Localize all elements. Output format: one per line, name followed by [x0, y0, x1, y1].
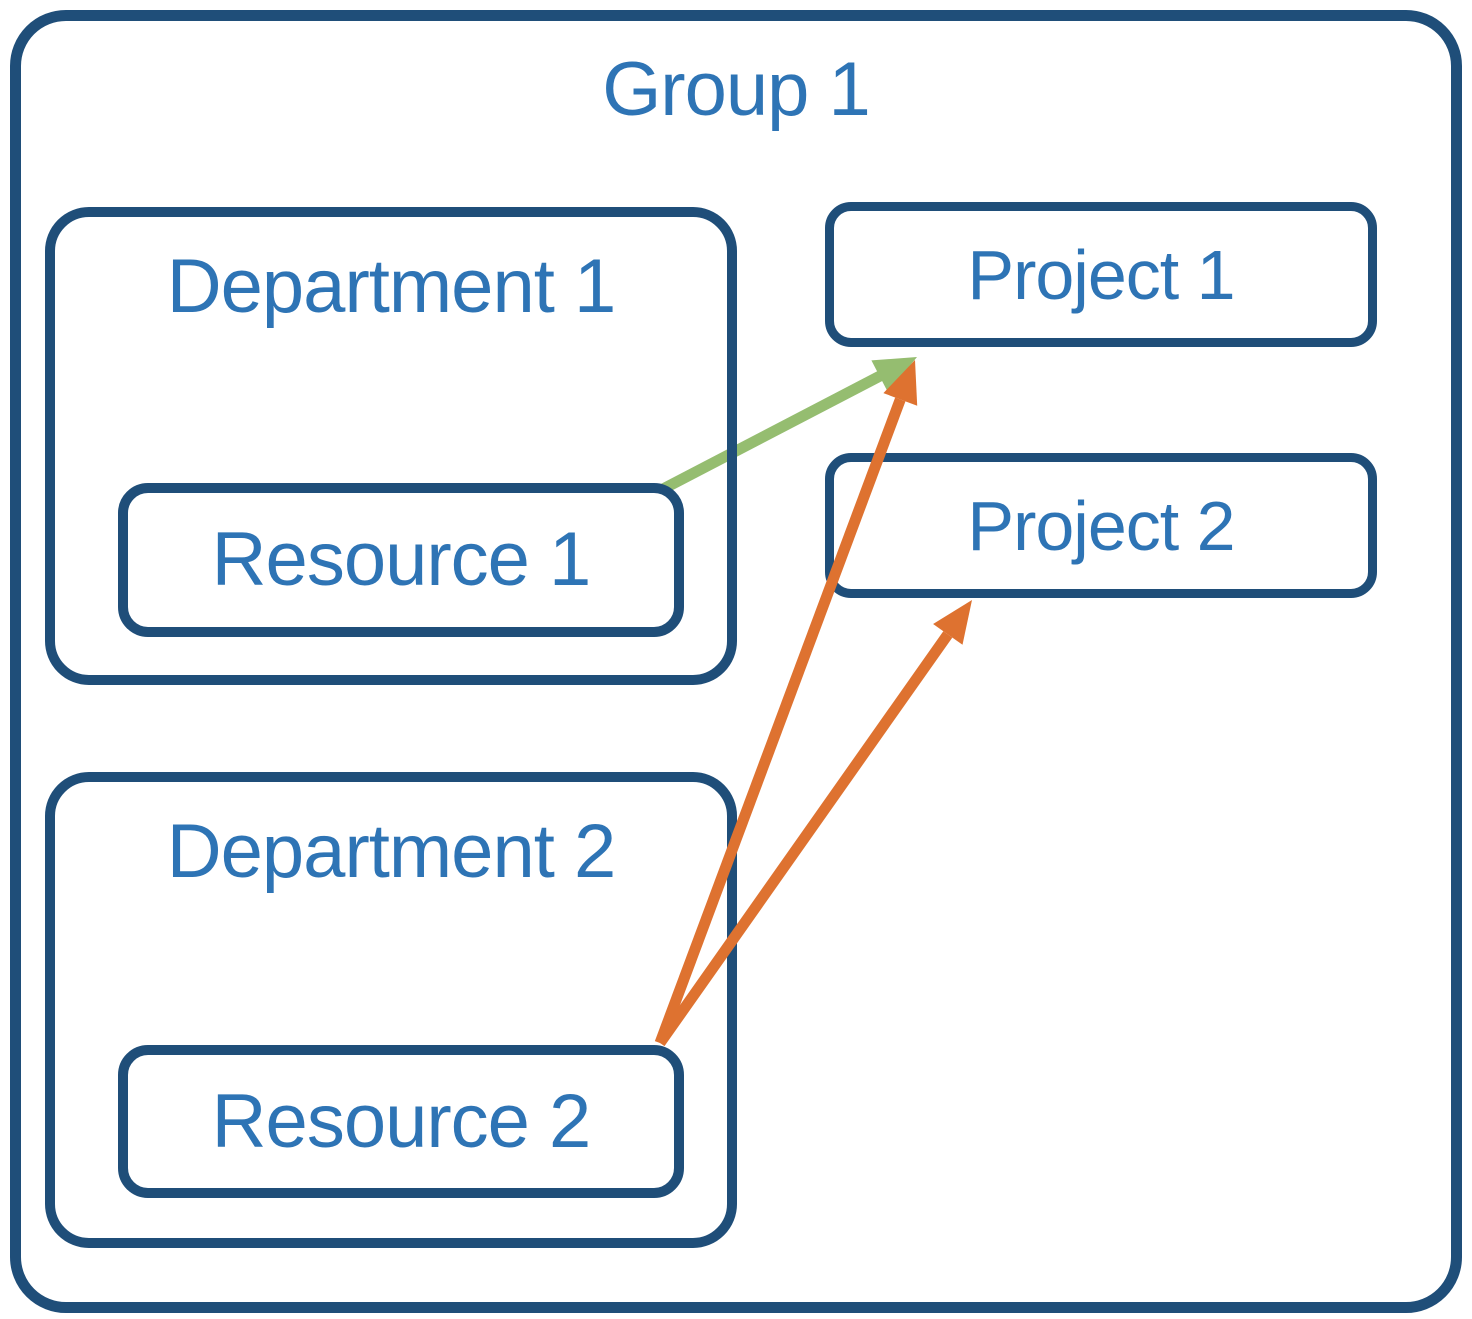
department2-label: Department 2	[166, 809, 616, 894]
resource1-label: Resource 1	[211, 517, 592, 602]
group1-box	[10, 10, 1462, 1313]
project2-box: Project 2	[825, 453, 1377, 598]
resource1-box: Resource 1	[118, 483, 684, 637]
department2-box: Department 2	[45, 772, 737, 1248]
resource2-label: Resource 2	[211, 1078, 592, 1164]
project1-box: Project 1	[825, 202, 1377, 347]
department1-label: Department 1	[166, 244, 616, 329]
group1-label: Group 1	[602, 47, 871, 132]
project1-label: Project 1	[967, 235, 1235, 314]
project2-label: Project 2	[967, 486, 1235, 565]
resource2-box: Resource 2	[118, 1045, 684, 1198]
